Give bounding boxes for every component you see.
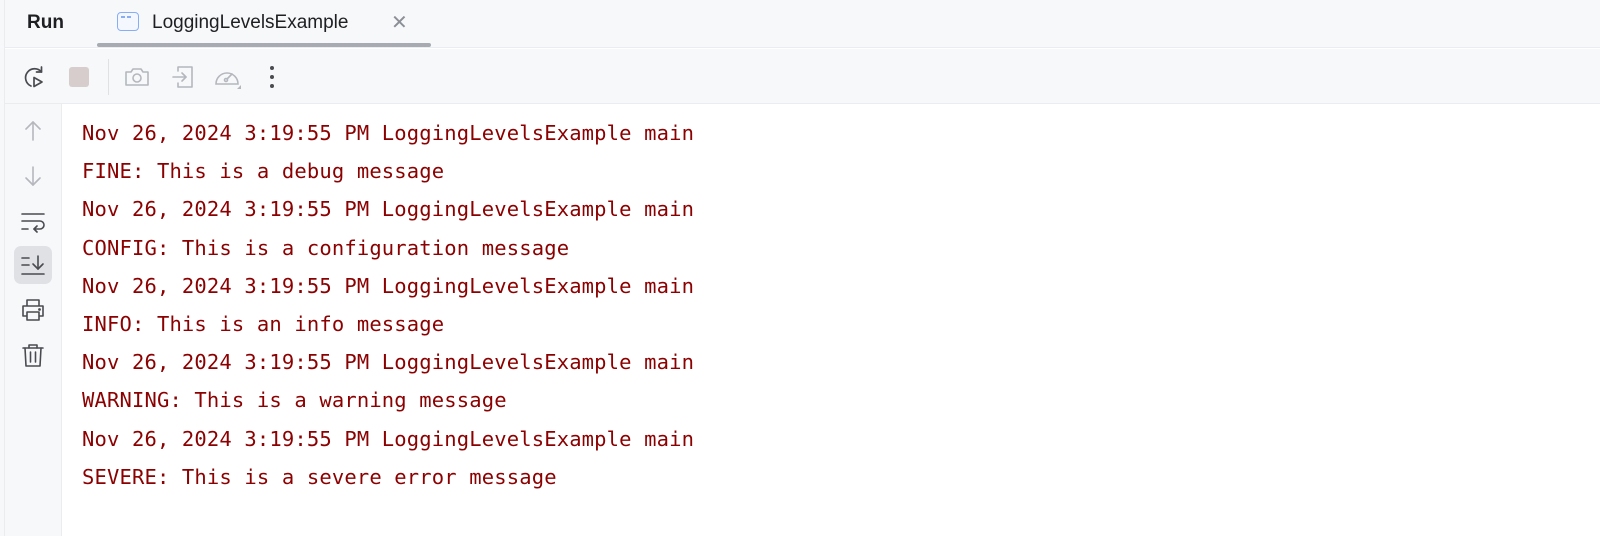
screenshot-button[interactable]: [121, 61, 153, 93]
gauge-icon: [215, 72, 241, 89]
camera-icon: [125, 68, 149, 86]
soft-wrap-icon: [21, 213, 45, 233]
console-line: Nov 26, 2024 3:19:55 PM LoggingLevelsExa…: [82, 121, 695, 145]
run-tool-window-title: Run: [27, 12, 64, 33]
toolbar-separator: [108, 59, 109, 95]
console-line: Nov 26, 2024 3:19:55 PM LoggingLevelsExa…: [82, 273, 695, 298]
profiler-button[interactable]: [212, 61, 244, 93]
console-output[interactable]: Nov 26, 2024 3:19:55 PM LoggingLevelsExa…: [63, 104, 1600, 536]
tab-logging-levels-example[interactable]: LoggingLevelsExample ✕: [93, 0, 431, 48]
console-window-icon: [117, 12, 139, 31]
more-vertical-icon: [270, 66, 274, 88]
import-icon: [172, 66, 193, 88]
console-line: CONFIG: This is a configuration message: [82, 235, 570, 260]
tab-label: LoggingLevelsExample: [152, 12, 349, 33]
soft-wrap-button[interactable]: [14, 202, 52, 240]
more-button[interactable]: [256, 61, 288, 93]
console-line: Nov 26, 2024 3:19:55 PM LoggingLevelsExa…: [82, 350, 695, 375]
trash-icon: [22, 344, 44, 367]
rerun-icon: [24, 66, 43, 88]
arrow-down-icon: [25, 166, 41, 186]
run-tool-window-tabbar: Run LoggingLevelsExample ✕: [5, 0, 1600, 48]
console-line: Nov 26, 2024 3:19:55 PM LoggingLevelsExa…: [82, 426, 695, 451]
console-line: Nov 26, 2024 3:19:55 PM LoggingLevelsExa…: [82, 197, 695, 222]
run-toolbar: [5, 49, 1600, 104]
arrow-up-icon: [25, 121, 41, 141]
rerun-button[interactable]: [18, 61, 50, 93]
printer-icon: [22, 299, 44, 321]
attach-button[interactable]: [167, 61, 199, 93]
window-left-edge: [0, 0, 5, 536]
print-button[interactable]: [14, 291, 52, 329]
stop-button[interactable]: [63, 61, 95, 93]
close-icon[interactable]: ✕: [391, 12, 408, 34]
stop-icon: [69, 67, 89, 87]
scroll-to-end-icon: [21, 255, 45, 275]
previous-occurrence-button[interactable]: [14, 112, 52, 150]
next-occurrence-button[interactable]: [14, 157, 52, 195]
console-line: INFO: This is an info message: [82, 311, 445, 336]
console-line: FINE: This is a debug message: [82, 159, 445, 184]
clear-all-button[interactable]: [14, 336, 52, 374]
scroll-to-end-button[interactable]: [14, 246, 52, 284]
console-line: WARNING: This is a warning message: [82, 388, 507, 413]
console-side-toolbar: [5, 104, 62, 536]
active-tab-indicator: [97, 43, 431, 47]
console-line: SEVERE: This is a severe error message: [82, 464, 557, 489]
